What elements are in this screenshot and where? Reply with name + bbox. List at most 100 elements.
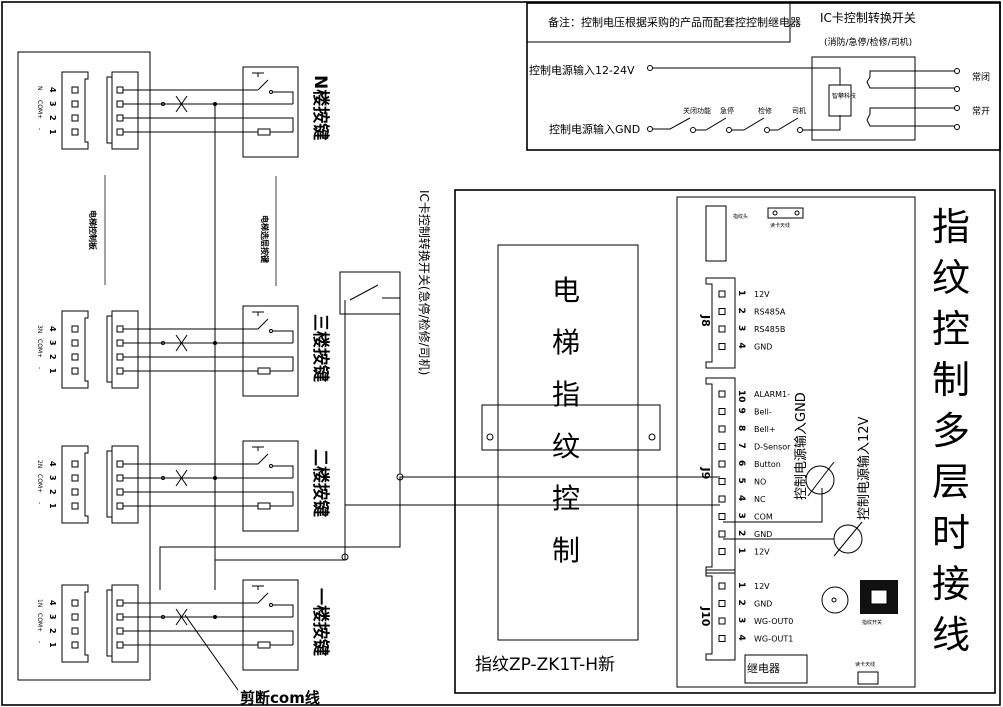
- ic-switch-modes: (消防/急停/检修/司机): [824, 36, 912, 48]
- title-char: 控: [932, 307, 970, 351]
- pin-number: 3: [48, 101, 57, 107]
- fp-switch-label: 指纹开关: [862, 619, 882, 626]
- resistor-icon: [257, 641, 271, 649]
- switch-icon: [257, 592, 269, 604]
- wire-connector: [111, 71, 139, 150]
- pin-label: RS485A: [754, 308, 786, 317]
- relay-label: 继电器: [747, 662, 780, 675]
- pin-number: 10: [736, 390, 746, 403]
- pin-number: 4: [48, 600, 57, 606]
- pin-number: 1: [48, 368, 57, 374]
- pin-number: 3: [736, 513, 746, 519]
- pin-number: 4: [736, 495, 746, 501]
- center-module: [497, 244, 639, 641]
- pin-sign: N: [36, 86, 43, 91]
- center-char: 指: [552, 378, 580, 411]
- switch-label-estop: 急停: [720, 106, 734, 115]
- pin-label: 12V: [754, 548, 770, 557]
- pin-number: 1: [736, 290, 746, 296]
- pin-number: 2: [736, 530, 746, 536]
- floor-key-box: [242, 66, 299, 158]
- pin-number: 6: [736, 460, 746, 466]
- pin-label: Button: [754, 460, 781, 469]
- center-char: 梯: [552, 326, 580, 359]
- switch-icon: [257, 318, 269, 330]
- center-char: 控: [552, 482, 580, 515]
- board-connector: [61, 71, 89, 150]
- board-connector: [61, 445, 89, 524]
- switch-icon: [777, 117, 799, 131]
- connector-name: J8: [699, 314, 712, 327]
- switch-icon: [257, 79, 269, 91]
- pin-number: 4: [736, 635, 746, 641]
- floor-key-label: 三楼按键: [310, 314, 331, 382]
- pin-label: GND: [754, 343, 772, 352]
- pin-number: 4: [48, 461, 57, 467]
- board-connector: [61, 310, 89, 389]
- pin-label: WG-OUT0: [754, 617, 793, 626]
- switch-label-driver: 司机: [792, 106, 806, 115]
- terminal-icon: [647, 126, 653, 132]
- v12-input-label: 控制电源输入12V: [856, 416, 872, 520]
- pin-number: 5: [736, 478, 746, 484]
- floor-key-box: [242, 440, 299, 532]
- pin-number: 2: [736, 600, 746, 606]
- switch-icon: [669, 117, 691, 130]
- switch-icon: [705, 117, 727, 131]
- pin-sign: 1N: [36, 599, 43, 607]
- pin-number: 1: [48, 503, 57, 509]
- pin-number: 3: [48, 614, 57, 620]
- note-panel: 备注：控制电压根据采购的产品而配套控控制继电器 IC卡控制转换开关 (消防/急停…: [526, 2, 1001, 151]
- relay-box: [744, 654, 808, 684]
- power-input-gnd: 控制电源输入GND: [549, 122, 640, 136]
- switch-label-off: 关闭功能: [683, 106, 711, 115]
- fingerprint-controller: [454, 189, 996, 694]
- center-char: 制: [552, 534, 580, 567]
- pin-label: D-Sensor: [754, 443, 791, 452]
- pin-number: 3: [736, 617, 746, 623]
- floor-key-label: 二楼按键: [310, 449, 331, 517]
- pin-number: 1: [48, 642, 57, 648]
- title-char: 纹: [932, 256, 970, 300]
- pin-sign: +: [36, 114, 43, 119]
- pin-sign: COM: [36, 613, 43, 627]
- ic-switch-title: IC卡控制转换开关: [820, 10, 916, 25]
- floor-key-box: [242, 305, 299, 397]
- sensor-label: 指纹头: [733, 213, 748, 220]
- pin-label: Bell+: [754, 425, 776, 434]
- connector-name: J10: [699, 606, 712, 627]
- pin-sign: +: [36, 627, 43, 632]
- board-connector: [61, 584, 89, 663]
- switch-icon: [257, 453, 269, 465]
- pin-number: 2: [48, 354, 57, 360]
- pin-label: GND: [754, 530, 772, 539]
- nc-label: 常闭: [972, 71, 990, 83]
- pin-label: RS485B: [754, 325, 785, 334]
- swipe-label: 读卡天线: [770, 222, 790, 229]
- pin-sign: +: [36, 353, 43, 358]
- title-char: 接: [932, 562, 970, 606]
- pin-number: 9: [736, 408, 746, 414]
- pin-number: 4: [736, 343, 746, 349]
- pin-label: Bell-: [754, 408, 772, 417]
- buzzer-icon: [821, 586, 849, 614]
- title-char: 线: [932, 613, 970, 657]
- switch-icon: [743, 117, 765, 131]
- pin-sign: -: [36, 367, 43, 369]
- middle-switch-label: IC卡控制转换开关(急停/检修/司机): [417, 190, 432, 375]
- switch-label-service: 检修: [758, 106, 772, 115]
- title-char: 层: [932, 460, 970, 504]
- pin-number: 8: [736, 425, 746, 431]
- pin-sign: -: [36, 641, 43, 643]
- pin-number: 1: [736, 548, 746, 554]
- pin-number: 4: [48, 326, 57, 332]
- cut-com-label: 剪断com线: [240, 689, 320, 707]
- center-char: 电: [552, 274, 580, 307]
- pin-number: 4: [48, 87, 57, 93]
- floor-keys-label: 电梯选层按键: [260, 215, 270, 263]
- terminal-icon: [647, 65, 653, 71]
- pin-number: 1: [736, 582, 746, 588]
